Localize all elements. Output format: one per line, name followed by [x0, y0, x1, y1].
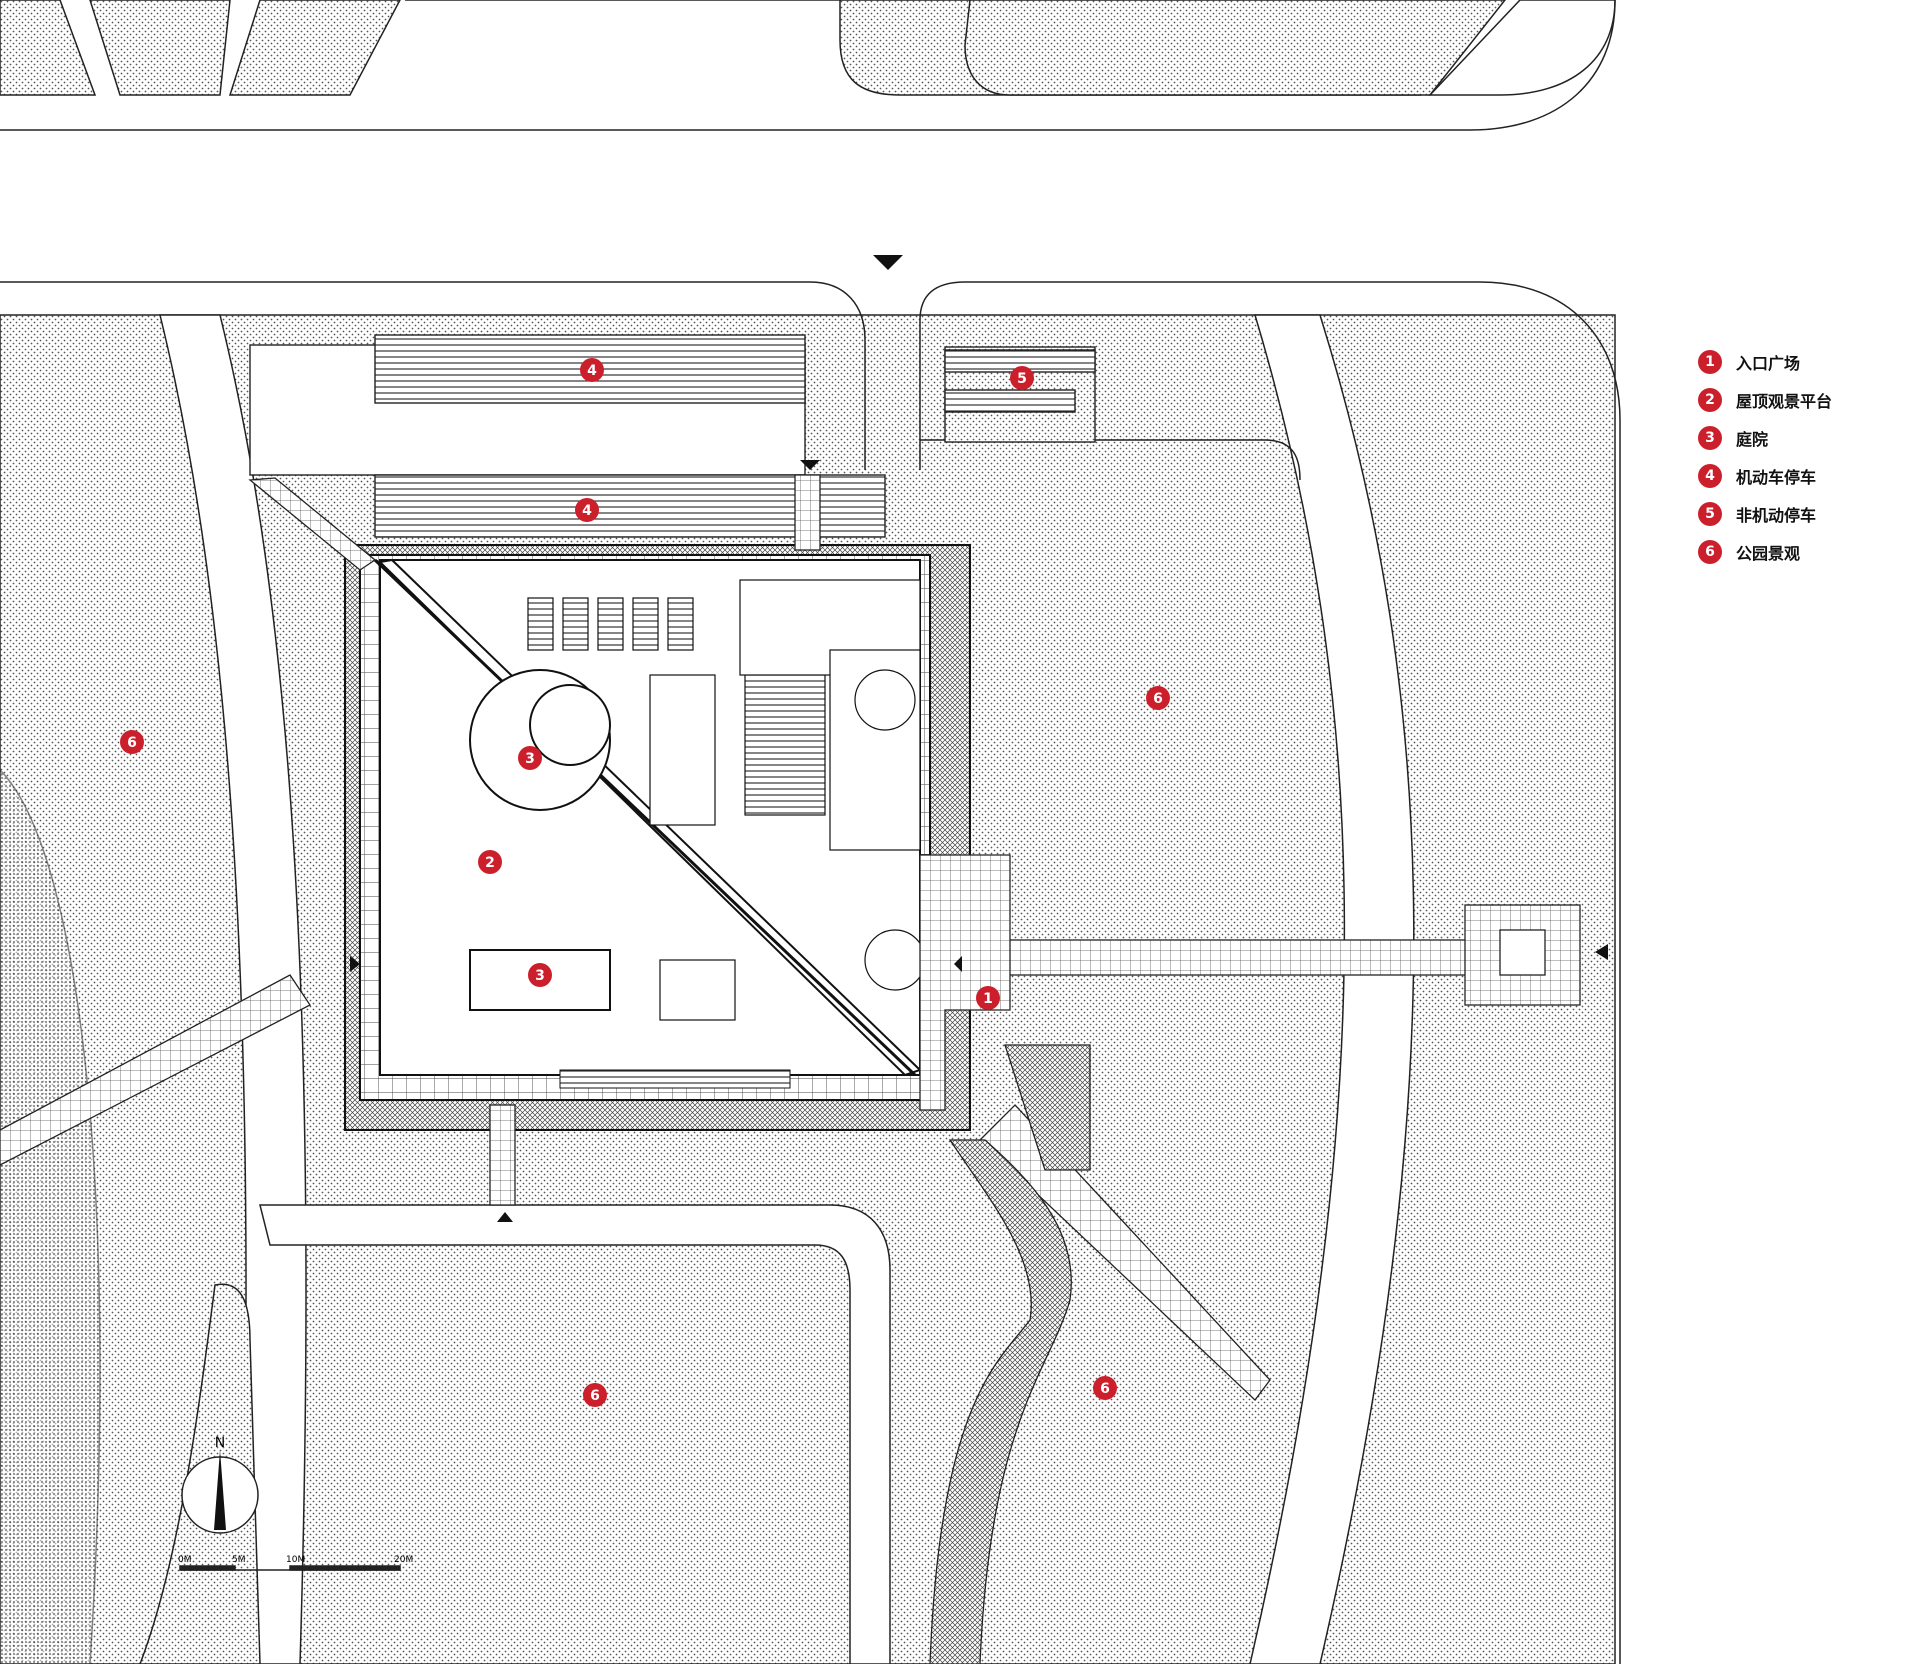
legend-item: 4 机动车停车 [1698, 457, 1898, 495]
svg-text:4: 4 [582, 503, 592, 519]
svg-text:6: 6 [1153, 691, 1163, 707]
legend-label: 屋顶观景平台 [1736, 392, 1833, 411]
legend-label: 庭院 [1736, 430, 1769, 449]
legend-number: 1 [1698, 350, 1722, 374]
legend-number: 6 [1698, 540, 1722, 564]
legend-label: 公园景观 [1736, 544, 1801, 563]
svg-text:6: 6 [590, 1388, 600, 1404]
legend-item: 5 非机动停车 [1698, 495, 1898, 533]
legend: 1 入口广场 2 屋顶观景平台 3 庭院 4 机动车停车 5 非机动停车 6 公… [1698, 343, 1898, 571]
marker-6b: 6 [1146, 686, 1170, 710]
svg-text:2: 2 [485, 855, 495, 871]
legend-label: 机动车停车 [1736, 468, 1817, 487]
legend-item: 1 入口广场 [1698, 343, 1898, 381]
marker-6a: 6 [120, 730, 144, 754]
svg-text:3: 3 [525, 751, 535, 767]
legend-label: 非机动停车 [1736, 506, 1817, 525]
marker-6d: 6 [1093, 1376, 1117, 1400]
legend-label: 入口广场 [1736, 354, 1801, 373]
bike-parking [944, 346, 1096, 443]
marker-2: 2 [478, 850, 502, 874]
scale-label-1: 5M [232, 1555, 246, 1565]
legend-number: 3 [1698, 426, 1722, 450]
entrance-arrows [350, 255, 1608, 1222]
marker-3a: 3 [518, 746, 542, 770]
legend-number: 4 [1698, 464, 1722, 488]
marker-1: 1 [976, 986, 1000, 1010]
svg-text:1: 1 [983, 991, 993, 1007]
marker-4b: 4 [575, 498, 599, 522]
svg-text:3: 3 [535, 968, 545, 984]
legend-item: 3 庭院 [1698, 419, 1898, 457]
legend-number: 5 [1698, 502, 1722, 526]
legend-item: 6 公园景观 [1698, 533, 1898, 571]
building [344, 544, 971, 1131]
svg-text:6: 6 [127, 735, 137, 751]
svg-text:4: 4 [587, 363, 597, 379]
scale-label-0: 0M [178, 1555, 192, 1565]
marker-6c: 6 [583, 1383, 607, 1407]
top-landscape [0, 0, 1616, 131]
marker-3b: 3 [528, 963, 552, 987]
svg-text:6: 6 [1100, 1381, 1110, 1397]
legend-number: 2 [1698, 388, 1722, 412]
svg-text:5: 5 [1017, 371, 1027, 387]
marker-4a: 4 [580, 358, 604, 382]
scale-bar: 0M 5M 10M 20M [178, 1555, 413, 1571]
marker-5: 5 [1010, 366, 1034, 390]
legend-item: 2 屋顶观景平台 [1698, 381, 1898, 419]
scale-label-3: 20M [394, 1555, 413, 1565]
walkways [0, 474, 1581, 1664]
map-markers: 1 2 3 3 4 4 5 6 [120, 358, 1170, 1407]
north-compass: N [181, 1435, 259, 1534]
compass-label: N [215, 1435, 225, 1451]
scale-label-2: 10M [286, 1555, 305, 1565]
